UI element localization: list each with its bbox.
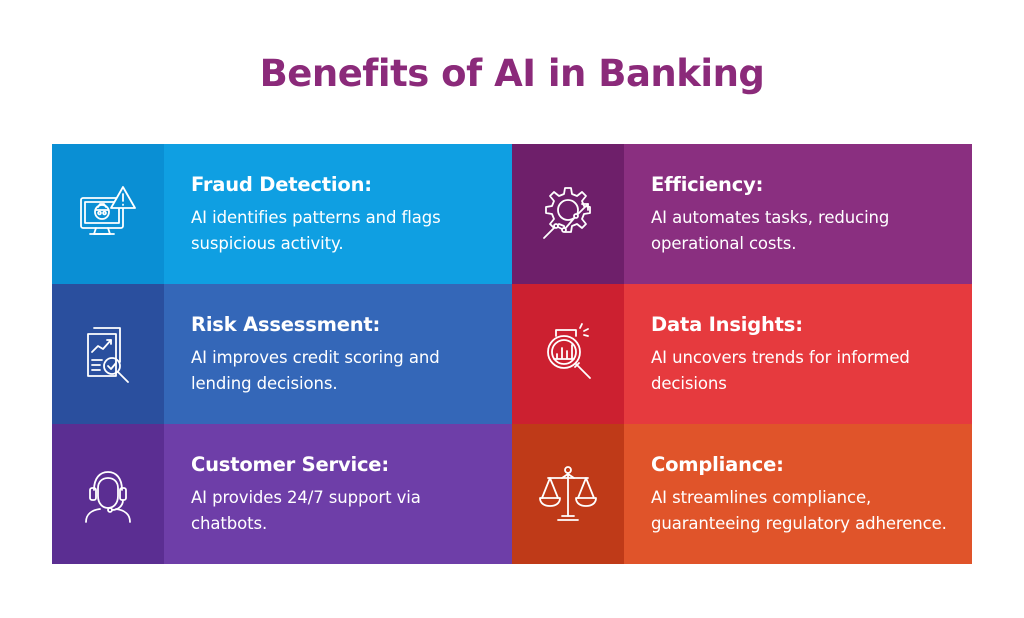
chart-magnifier-icon xyxy=(547,323,591,379)
card-description: AI streamlines compliance, guaranteeing … xyxy=(651,487,947,533)
card-text-box: Risk Assessment: AI improves credit scor… xyxy=(164,284,512,424)
monitor-hacker-alert-icon xyxy=(80,186,136,235)
card-description: AI identifies patterns and flags suspici… xyxy=(191,207,441,253)
page-title: Benefits of AI in Banking xyxy=(259,52,765,95)
card-efficiency: Efficiency: AI automates tasks, reducing… xyxy=(512,144,972,284)
card-heading: Risk Assessment: xyxy=(191,312,381,336)
card-data-insights: Data Insights: AI uncovers trends for in… xyxy=(512,284,972,424)
card-description: AI improves credit scoring and lending d… xyxy=(191,347,440,393)
card-fraud-detection: Fraud Detection: AI identifies patterns … xyxy=(52,144,512,284)
card-description: AI automates tasks, reducing operational… xyxy=(651,207,890,253)
card-heading: Data Insights: xyxy=(651,312,803,336)
card-text-box: Data Insights: AI uncovers trends for in… xyxy=(624,284,972,424)
card-icon-box xyxy=(52,424,164,564)
card-text-box: Fraud Detection: AI identifies patterns … xyxy=(164,144,512,284)
card-risk-assessment: Risk Assessment: AI improves credit scor… xyxy=(52,284,512,424)
card-text-box: Customer Service: AI provides 24/7 suppo… xyxy=(164,424,512,564)
report-magnifier-icon xyxy=(87,327,129,383)
card-icon-box xyxy=(512,284,624,424)
card-customer-service: Customer Service: AI provides 24/7 suppo… xyxy=(52,424,512,564)
card-compliance: Compliance: AI streamlines compliance, g… xyxy=(512,424,972,564)
card-text-box: Compliance: AI streamlines compliance, g… xyxy=(624,424,972,564)
card-description: AI uncovers trends for informed decision… xyxy=(651,347,910,393)
card-icon-box xyxy=(52,284,164,424)
balance-scale-icon xyxy=(539,466,597,521)
gear-growth-icon xyxy=(543,187,591,239)
card-heading: Fraud Detection: xyxy=(191,172,372,196)
card-icon-box xyxy=(512,424,624,564)
card-text-box: Efficiency: AI automates tasks, reducing… xyxy=(624,144,972,284)
card-description: AI provides 24/7 support via chatbots. xyxy=(191,487,421,533)
card-heading: Compliance: xyxy=(651,452,784,476)
card-icon-box xyxy=(512,144,624,284)
card-icon-box xyxy=(52,144,164,284)
headset-agent-icon xyxy=(85,471,131,523)
benefits-grid: Fraud Detection: AI identifies patterns … xyxy=(52,144,972,564)
card-heading: Customer Service: xyxy=(191,452,389,476)
card-heading: Efficiency: xyxy=(651,172,764,196)
